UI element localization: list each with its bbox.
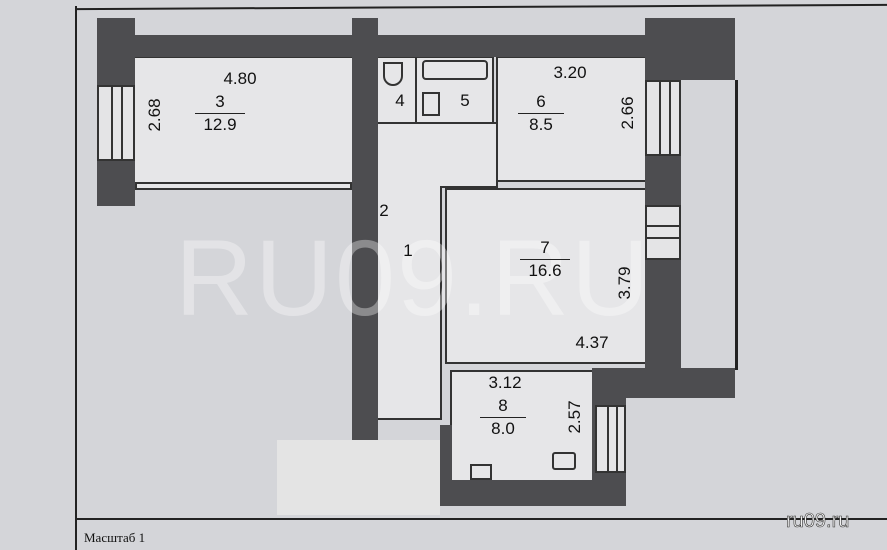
window xyxy=(97,85,135,161)
watermark: RU09.RU xyxy=(175,217,652,338)
room-8-depth: 2.57 xyxy=(565,400,584,434)
room-8-number: 8 xyxy=(498,396,508,415)
bathtub-icon xyxy=(422,60,488,80)
redaction-box xyxy=(277,440,440,515)
room-1-hall xyxy=(440,122,498,188)
room-4-number: 4 xyxy=(395,91,405,110)
stove-icon xyxy=(552,452,576,470)
room-7-depth: 3.79 xyxy=(615,266,634,300)
sink-icon xyxy=(422,92,440,116)
wall xyxy=(681,18,735,80)
wall xyxy=(440,425,452,485)
toilet-icon xyxy=(383,62,403,86)
room-5-number: 5 xyxy=(460,91,470,110)
room-3-depth: 2.68 xyxy=(145,98,164,132)
room-6-depth: 2.66 xyxy=(618,96,637,130)
room-8-area: 8.0 xyxy=(491,419,515,438)
wall xyxy=(352,18,378,440)
frame-bottom-line xyxy=(75,518,887,520)
room-6-area: 8.5 xyxy=(529,115,553,134)
scale-label: Масштаб 1 xyxy=(84,530,146,545)
room-3-width: 4.80 xyxy=(223,69,257,88)
room-7-area: 16.6 xyxy=(528,261,562,280)
wall xyxy=(645,18,681,374)
wall xyxy=(97,35,667,57)
frame-left-line xyxy=(75,6,77,550)
room-7 xyxy=(445,188,647,364)
room-1-number: 1 xyxy=(403,241,413,260)
room-8-width: 3.12 xyxy=(488,373,522,392)
site-label: ru09.ru xyxy=(786,510,850,533)
window xyxy=(645,205,681,260)
room-3 xyxy=(133,56,354,184)
room-6-number: 6 xyxy=(536,92,546,111)
room-6-width: 3.20 xyxy=(553,63,587,82)
room-2-number: 2 xyxy=(379,201,389,220)
wall xyxy=(440,480,626,506)
kitchen-sink-icon xyxy=(470,464,492,480)
frame-top-line xyxy=(75,3,887,11)
room-7-width: 4.37 xyxy=(575,333,609,352)
room-7-number: 7 xyxy=(540,238,550,257)
room-3-area: 12.9 xyxy=(203,115,237,134)
window xyxy=(645,80,681,156)
wall-thin xyxy=(735,80,738,370)
room-3-number: 3 xyxy=(215,92,225,111)
wall-thin xyxy=(135,182,352,190)
window xyxy=(595,405,626,473)
